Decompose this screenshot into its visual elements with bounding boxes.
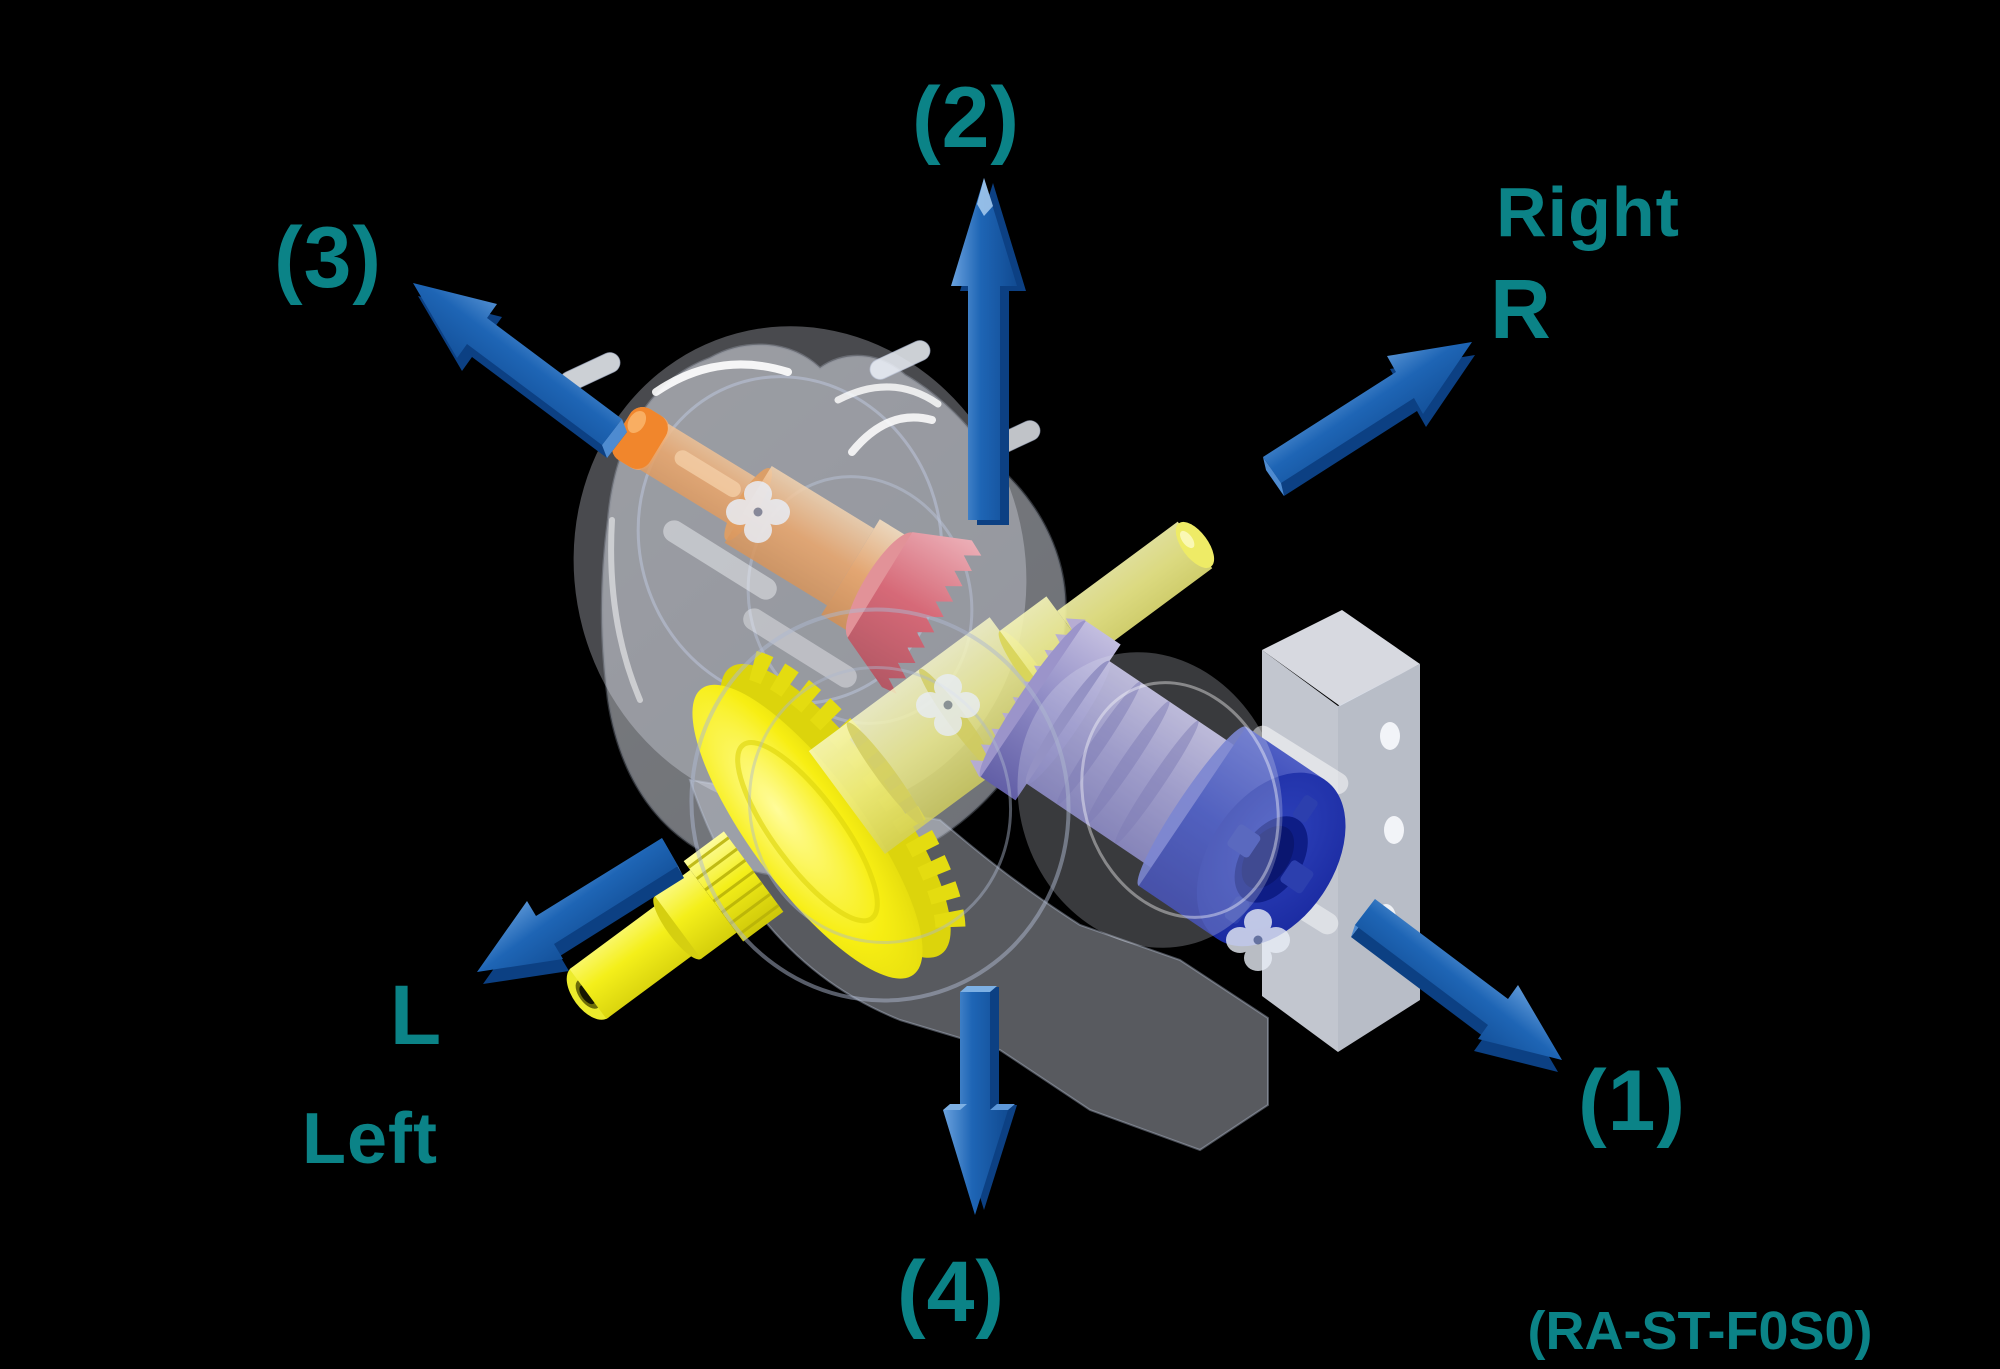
bolt-boss (916, 674, 980, 736)
bolt-sleeve (869, 340, 931, 380)
arrow-down-right (1351, 899, 1562, 1072)
gear-shaft-yellow (566, 521, 1215, 1020)
housing-front-details (608, 360, 1290, 1003)
bolt-sleeve (743, 608, 857, 688)
label-left-word: Left (302, 1099, 438, 1179)
arrow-down-left (477, 838, 684, 984)
label-direction-1: (1) (1577, 1053, 1687, 1149)
arrow-up-right (1263, 342, 1475, 496)
bolt-boss (1226, 909, 1290, 971)
label-left-letter: L (389, 968, 443, 1062)
output-shaft-purple (970, 618, 1346, 947)
arrow-up-left (413, 283, 627, 458)
label-direction-3: (3) (273, 210, 383, 306)
label-direction-2: (2) (911, 70, 1021, 166)
arrow-down (943, 986, 1017, 1215)
bolt-sleeve (663, 520, 777, 600)
bolt-boss (726, 481, 790, 543)
label-right-word: Right (1496, 173, 1680, 251)
label-direction-4: (4) (896, 1244, 1006, 1340)
label-right-letter: R (1490, 262, 1552, 356)
gear-face (692, 684, 923, 979)
arrow-up (951, 178, 1026, 525)
input-shaft-cap (611, 407, 668, 469)
flange-ring (636, 375, 944, 705)
housing-overlay (1017, 652, 1283, 948)
model-code: (RA-ST-F0S0) (1527, 1301, 1873, 1361)
